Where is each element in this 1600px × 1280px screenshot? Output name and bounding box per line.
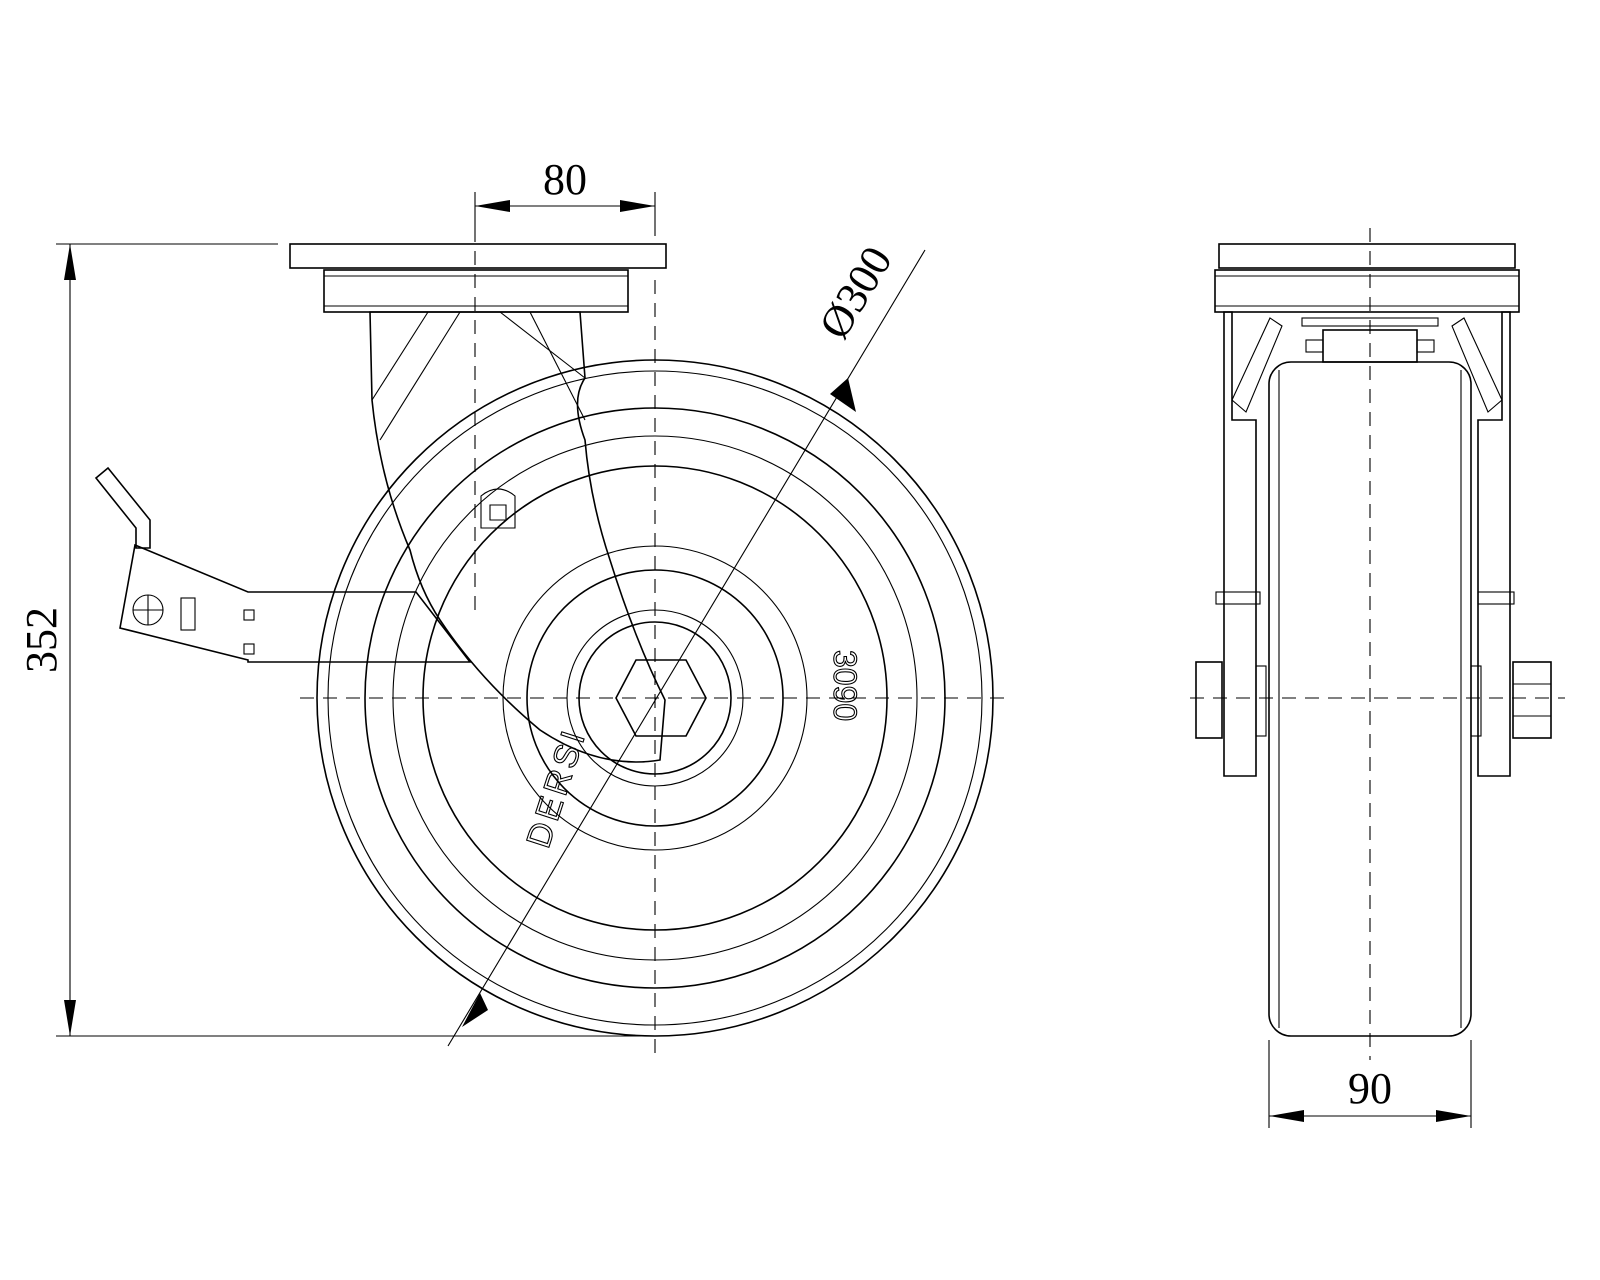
front-fork-right — [1477, 311, 1511, 777]
front-top-plate — [1218, 243, 1516, 269]
dim-80-label: 80 — [543, 155, 587, 204]
side-view: DERSI 3090 80 352 Ø300 — [17, 155, 1010, 1060]
brake-arm — [119, 543, 472, 663]
wheel-code-text: 3090 — [827, 650, 863, 721]
dim-90: 90 — [1268, 1040, 1472, 1128]
axle-nut — [615, 659, 707, 737]
front-axle-nut-right — [1512, 661, 1552, 739]
top-plate — [289, 243, 667, 269]
dim-diameter: Ø300 — [447, 238, 926, 1047]
fork-logo — [480, 488, 516, 529]
dim-352-label: 352 — [17, 607, 66, 673]
front-axle-nut-left — [1195, 661, 1223, 739]
fork-leg — [369, 311, 666, 763]
wheel-brand-text: DERSI — [519, 723, 593, 853]
dim-80: 80 — [474, 155, 656, 236]
front-view: 90 — [1190, 228, 1565, 1128]
dim-90-label: 90 — [1348, 1064, 1392, 1113]
front-fork-left — [1223, 311, 1257, 777]
dim-352: 352 — [17, 243, 655, 1037]
dim-diameter-label: Ø300 — [809, 238, 901, 347]
